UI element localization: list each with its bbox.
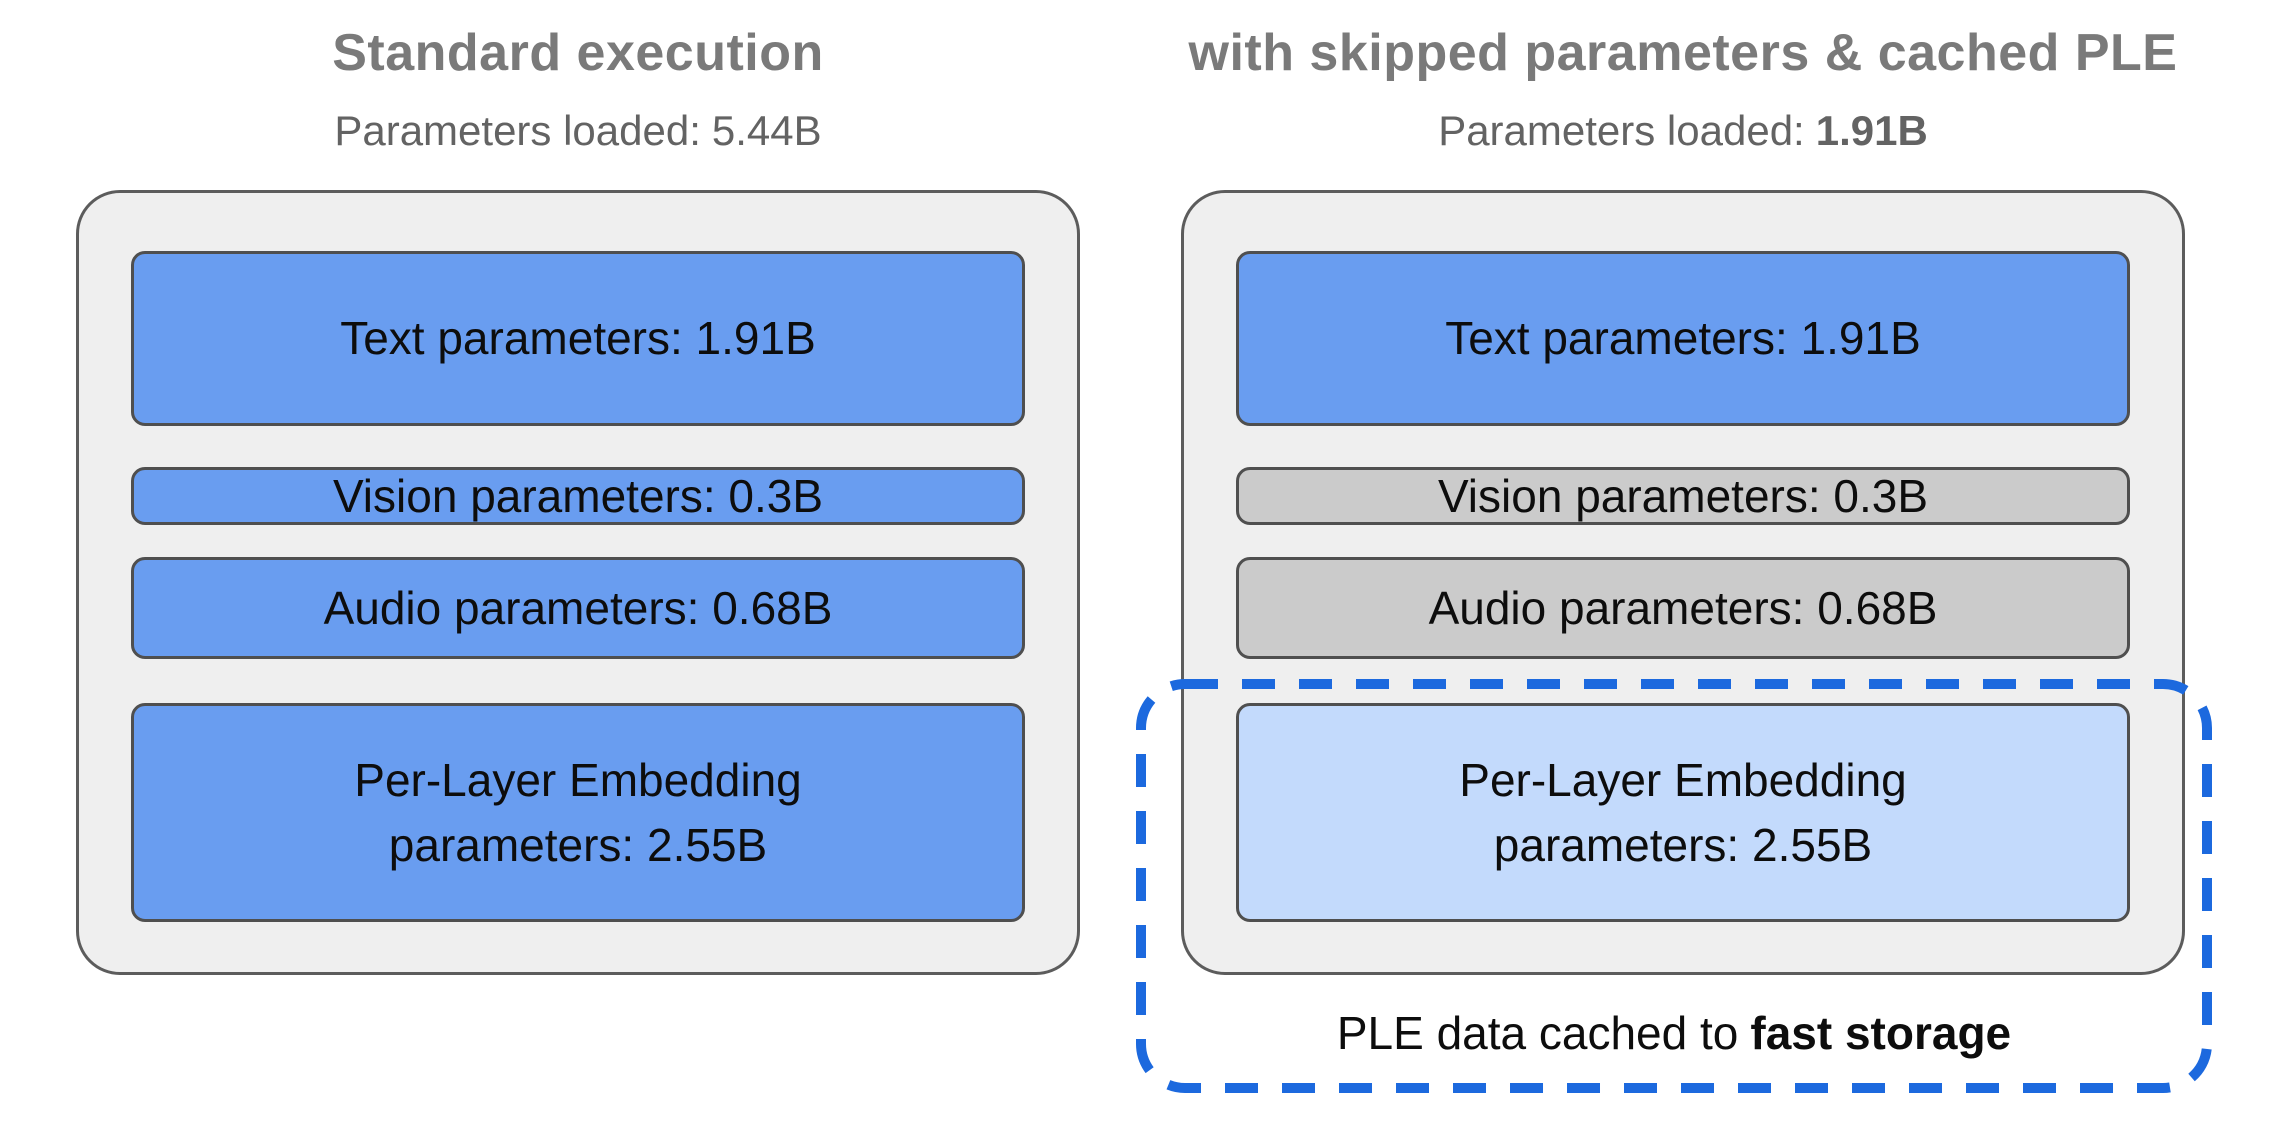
- vision-params-label: Vision parameters: 0.3B: [1437, 469, 1929, 522]
- vision-params-label: Vision parameters: 0.3B: [332, 469, 824, 522]
- optimized-model-container: Text parameters: 1.91B Vision parameters…: [1181, 190, 2185, 975]
- ple-params-label-line2: parameters: 2.55B: [1493, 818, 1873, 871]
- ple-caption-prefix: PLE data cached to: [1336, 1007, 1739, 1059]
- ple-params-box: Per-Layer Embedding parameters: 2.55B: [131, 703, 1025, 922]
- ple-caption-bold: fast storage: [1750, 1007, 2012, 1059]
- ple-params-label-line1: Per-Layer Embedding: [1459, 754, 1907, 807]
- audio-params-box-skipped: Audio parameters: 0.68B: [1236, 557, 2130, 659]
- text-params-label: Text parameters: 1.91B: [1445, 312, 1921, 365]
- audio-params-label: Audio parameters: 0.68B: [323, 581, 833, 634]
- optimized-params-loaded: Parameters loaded:1.91B: [1181, 107, 2185, 154]
- standard-panel-title: Standard execution: [76, 24, 1080, 84]
- vision-params-box: Vision parameters: 0.3B: [131, 467, 1025, 525]
- optimized-panel-title: with skipped parameters & cached PLE: [1181, 24, 2185, 84]
- params-loaded-value: 1.91B: [1815, 107, 1928, 154]
- audio-params-label: Audio parameters: 0.68B: [1428, 581, 1938, 634]
- audio-params-box: Audio parameters: 0.68B: [131, 557, 1025, 659]
- text-params-box: Text parameters: 1.91B: [131, 251, 1025, 426]
- panel-title: with skipped parameters & cached PLE: [1188, 24, 2178, 82]
- text-params-box: Text parameters: 1.91B: [1236, 251, 2130, 426]
- standard-model-container: Text parameters: 1.91B Vision parameters…: [76, 190, 1080, 975]
- params-loaded-label: Parameters loaded:: [1438, 107, 1805, 154]
- params-loaded-label: Parameters loaded:: [334, 107, 701, 154]
- ple-params-box-cached: Per-Layer Embedding parameters: 2.55B: [1236, 703, 2130, 922]
- vision-params-box-skipped: Vision parameters: 0.3B: [1236, 467, 2130, 525]
- ple-params-label-line2: parameters: 2.55B: [388, 818, 768, 871]
- ple-params-label-line1: Per-Layer Embedding: [354, 754, 802, 807]
- standard-params-loaded: Parameters loaded:5.44B: [76, 107, 1080, 154]
- text-params-label: Text parameters: 1.91B: [340, 312, 816, 365]
- panel-title: Standard execution: [332, 24, 824, 82]
- params-loaded-value: 5.44B: [711, 107, 822, 154]
